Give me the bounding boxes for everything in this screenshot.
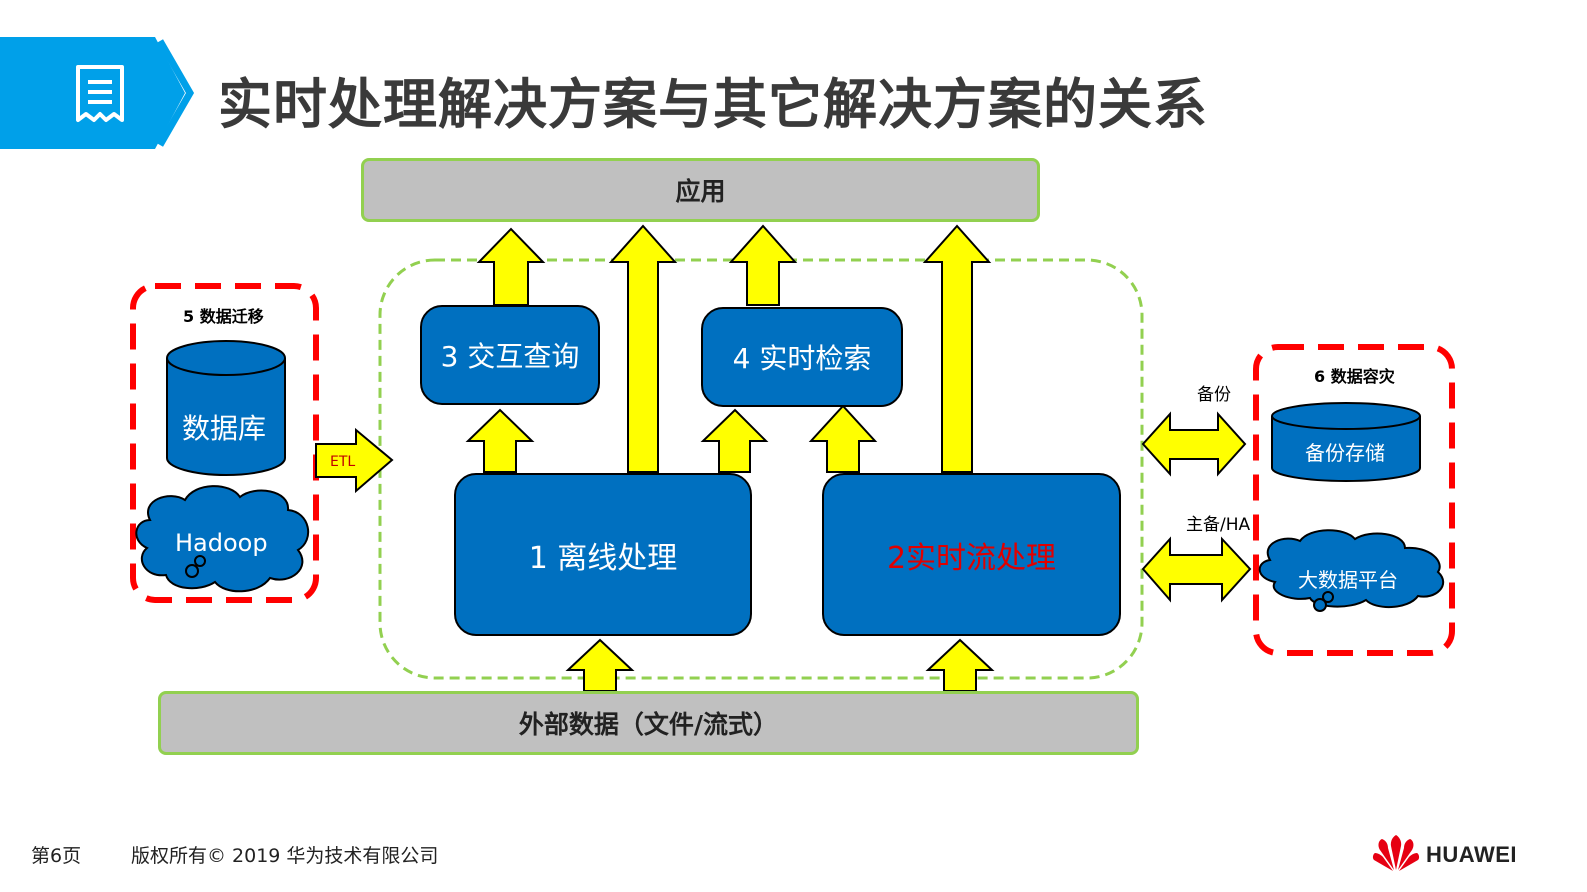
- huawei-logo-icon: [1372, 835, 1420, 871]
- realtime-stream-box: 2实时流处理: [822, 473, 1121, 636]
- arrow-offline-to-query: [465, 408, 535, 473]
- ha-double-arrow: [1141, 536, 1252, 603]
- ha-arrow-label: 主备/HA: [1186, 515, 1251, 535]
- etl-arrow: [315, 427, 394, 494]
- document-list-icon: [76, 65, 124, 122]
- copyright-text: 版权所有© 2019 华为技术有限公司: [131, 845, 439, 867]
- arrow-stream-to-search: [808, 404, 878, 473]
- disaster-title: 6 数据容灾: [1314, 367, 1395, 386]
- offline-processing-box: 1 离线处理: [454, 473, 752, 636]
- external-data-bar: 外部数据（文件/流式）: [158, 691, 1139, 755]
- migration-title: 5 数据迁移: [183, 307, 264, 326]
- huawei-brand-text: HUAWEI: [1426, 842, 1517, 867]
- arrow-offline-to-app: [608, 224, 678, 473]
- backup-double-arrow: [1141, 411, 1247, 477]
- big-data-platform-cloud: [1258, 529, 1445, 612]
- big-data-platform-label: 大数据平台: [1298, 568, 1398, 592]
- app-layer-bar: 应用: [361, 158, 1040, 222]
- disaster-group-border: [1253, 344, 1455, 656]
- realtime-search-box: 4 实时检索: [701, 307, 903, 407]
- arrow-search-to-app: [728, 224, 798, 306]
- database-label: 数据库: [182, 412, 267, 445]
- arrow-stream-to-app: [922, 224, 992, 473]
- page-title: 实时处理解决方案与其它解决方案的关系: [218, 73, 1208, 136]
- hadoop-label: Hadoop: [175, 529, 268, 557]
- arrow-query-to-app: [476, 227, 546, 306]
- database-cylinder: [166, 340, 286, 476]
- backup-arrow-label: 备份: [1197, 385, 1231, 405]
- arrow-offline-to-search: [700, 408, 769, 473]
- backup-storage-label: 备份存储: [1305, 441, 1385, 465]
- arrow-data-to-stream: [925, 638, 995, 692]
- backup-storage-cylinder: [1271, 402, 1421, 482]
- interactive-query-box: 3 交互查询: [420, 305, 600, 405]
- hadoop-cloud: [135, 485, 310, 593]
- page-number: 第6页: [31, 845, 82, 867]
- arrow-data-to-offline: [565, 638, 635, 692]
- etl-label: ETL: [330, 454, 356, 470]
